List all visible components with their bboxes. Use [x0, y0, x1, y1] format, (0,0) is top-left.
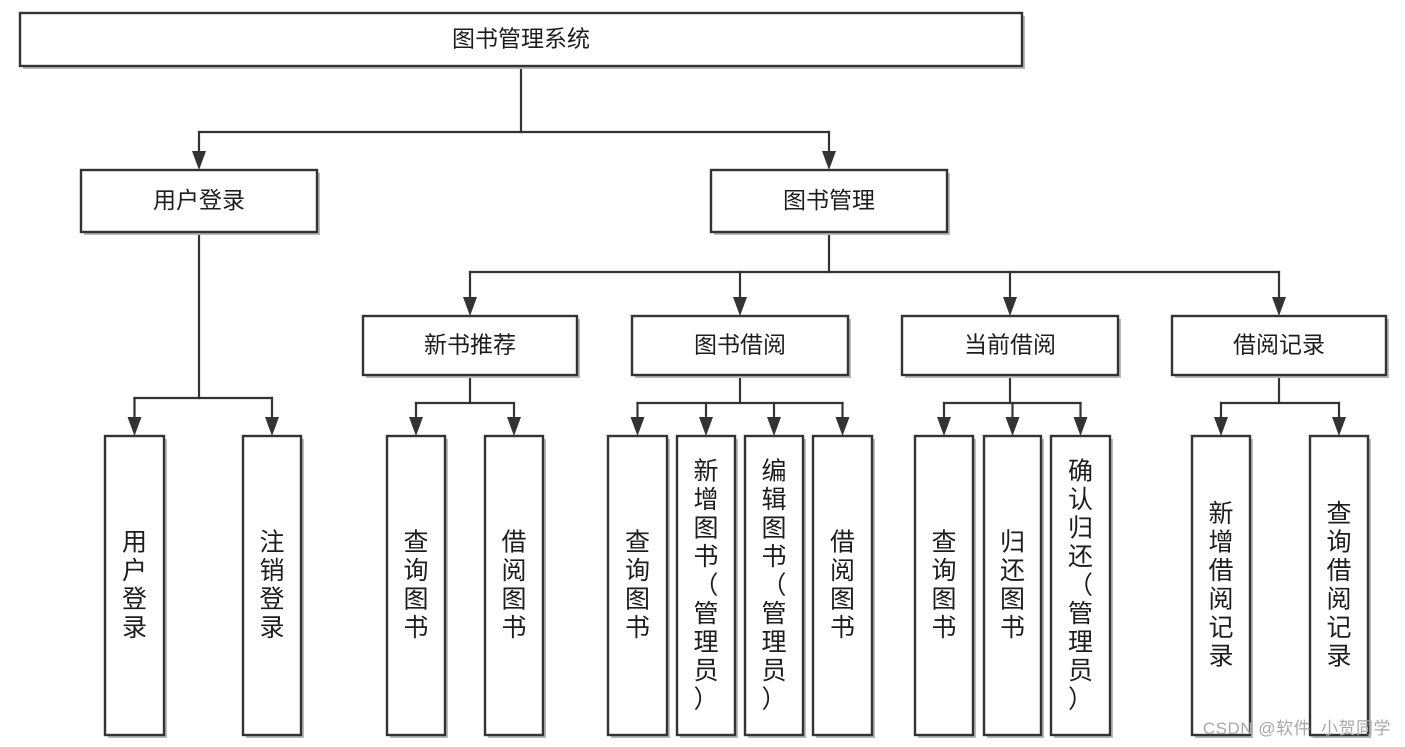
node-book-manage[interactable]: 图书管理 — [709, 168, 950, 235]
node-label: 用户登录 — [153, 187, 245, 213]
node-box[interactable] — [1308, 434, 1370, 737]
arrow-head-icon — [507, 417, 521, 436]
connector-edge-newbook-to-leaves — [409, 373, 521, 436]
node-leaf-query-book-current[interactable]: 查询图书 — [913, 434, 976, 738]
node-label: 用户登录 — [122, 529, 147, 643]
connector-edge-currentborrow-to-leaves — [937, 373, 1088, 436]
node-leaf-edit-book-admin[interactable]: 编辑图书（管理员） — [743, 434, 806, 738]
node-label: 借阅记录 — [1233, 332, 1325, 358]
arrow-head-icon — [1272, 297, 1286, 316]
node-box[interactable] — [982, 434, 1043, 737]
node-box[interactable] — [1190, 434, 1252, 737]
connector-edge-bookmanage-to-level3 — [463, 230, 1286, 316]
node-leaf-confirm-return-admin[interactable]: 确认归还（管理员） — [1049, 434, 1113, 738]
arrow-head-icon — [1003, 297, 1017, 316]
arrow-head-icon — [265, 417, 279, 436]
arrow-head-icon — [733, 297, 747, 316]
node-root[interactable]: 图书管理系统 — [18, 11, 1025, 69]
node-box[interactable] — [361, 314, 579, 377]
node-leaf-add-borrow-record[interactable]: 新增借阅记录 — [1190, 434, 1253, 738]
node-label: 新增借阅记录 — [1208, 500, 1233, 671]
node-user-login[interactable]: 用户登录 — [79, 168, 320, 235]
node-current-borrow[interactable]: 当前借阅 — [900, 314, 1121, 378]
node-leaf-borrow-book-rec[interactable]: 借阅图书 — [483, 434, 546, 738]
node-box[interactable] — [1049, 434, 1112, 737]
node-new-book-recommend[interactable]: 新书推荐 — [361, 314, 580, 378]
node-box[interactable] — [675, 434, 737, 737]
arrow-head-icon — [1005, 417, 1020, 436]
node-label: 查询图书 — [403, 529, 428, 643]
connector-edge-root-to-level2 — [192, 64, 836, 170]
node-label: 确认归还（管理员） — [1068, 457, 1093, 713]
node-label: 查询图书 — [931, 529, 956, 643]
node-leaf-borrow-book[interactable]: 借阅图书 — [811, 434, 875, 738]
node-label: 新增图书（管理员） — [693, 457, 718, 713]
node-leaf-query-book-rec[interactable]: 查询图书 — [385, 434, 448, 738]
arrow-head-icon — [767, 417, 781, 436]
node-label: 查询借阅记录 — [1326, 500, 1351, 671]
node-label: 借阅图书 — [830, 529, 855, 643]
node-box[interactable] — [709, 168, 949, 234]
arrow-head-icon — [1073, 417, 1088, 436]
node-layer: 图书管理系统用户登录图书管理新书推荐图书借阅当前借阅借阅记录用户登录注销登录查询… — [18, 11, 1389, 738]
node-leaf-return-book[interactable]: 归还图书 — [982, 434, 1044, 738]
connector-layer — [127, 64, 1346, 436]
node-box[interactable] — [79, 168, 319, 234]
node-box[interactable] — [483, 434, 545, 737]
arrow-head-icon — [630, 417, 645, 436]
node-leaf-user-logout[interactable]: 注销登录 — [241, 434, 304, 738]
connector-edge-borrowrecord-to-leaves — [1214, 373, 1346, 436]
node-box[interactable] — [630, 314, 850, 377]
connector-edge-bookborrow-to-leaves — [630, 373, 850, 436]
node-book-borrow[interactable]: 图书借阅 — [630, 314, 851, 378]
node-label: 图书管理 — [783, 187, 875, 213]
node-leaf-add-book-admin[interactable]: 新增图书（管理员） — [675, 434, 738, 738]
arrow-head-icon — [835, 417, 850, 436]
node-leaf-query-book-borrow[interactable]: 查询图书 — [606, 434, 670, 738]
arrow-head-icon — [937, 417, 951, 436]
node-label: 归还图书 — [1000, 529, 1025, 643]
node-label: 图书管理系统 — [452, 26, 590, 52]
node-box[interactable] — [18, 11, 1024, 68]
watermark-text: CSDN @软件_小贺同学 — [1202, 719, 1391, 738]
arrow-head-icon — [1332, 417, 1346, 436]
node-box[interactable] — [900, 314, 1120, 377]
node-borrow-record[interactable]: 借阅记录 — [1170, 314, 1389, 378]
node-label: 新书推荐 — [424, 332, 516, 358]
node-label: 注销登录 — [259, 529, 284, 643]
node-box[interactable] — [743, 434, 805, 737]
arrow-head-icon — [192, 151, 206, 170]
arrow-head-icon — [127, 417, 142, 436]
node-leaf-query-borrow-record[interactable]: 查询借阅记录 — [1308, 434, 1371, 738]
node-box[interactable] — [241, 434, 303, 737]
node-box[interactable] — [606, 434, 669, 737]
node-leaf-user-login[interactable]: 用户登录 — [103, 434, 167, 738]
node-box[interactable] — [103, 434, 166, 737]
arrow-head-icon — [463, 297, 477, 316]
node-label: 图书借阅 — [694, 332, 786, 358]
node-box[interactable] — [811, 434, 874, 737]
node-label: 当前借阅 — [964, 332, 1056, 358]
node-box[interactable] — [1170, 314, 1388, 377]
node-box[interactable] — [913, 434, 975, 737]
node-box[interactable] — [385, 434, 447, 737]
node-label: 查询图书 — [625, 529, 650, 643]
arrow-head-icon — [822, 151, 836, 170]
arrow-head-icon — [1214, 417, 1228, 436]
node-label: 借阅图书 — [501, 529, 526, 643]
arrow-head-icon — [409, 417, 423, 436]
node-label: 编辑图书（管理员） — [761, 457, 786, 713]
arrow-head-icon — [699, 417, 713, 436]
connector-edge-userlogin-to-leaves — [127, 230, 279, 436]
